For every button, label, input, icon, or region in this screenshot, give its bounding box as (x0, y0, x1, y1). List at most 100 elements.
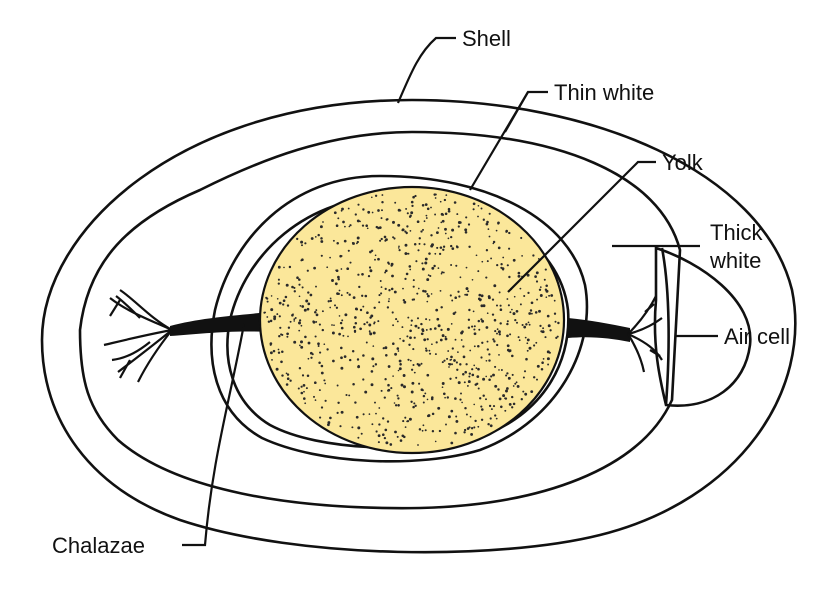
yolk-dot (473, 311, 475, 313)
yolk-dot (468, 375, 470, 377)
yolk-dot (398, 209, 401, 212)
yolk-dot (451, 300, 453, 302)
yolk-dot (435, 441, 437, 443)
yolk-dot (506, 298, 508, 300)
yolk-dot (345, 394, 347, 396)
yolk-dot (293, 320, 295, 322)
yolk-dot (448, 415, 451, 418)
yolk-dot (278, 282, 280, 284)
yolk-dot (414, 372, 416, 374)
yolk-dot (511, 406, 513, 408)
yolk-dot (315, 321, 317, 323)
yolk-dot (362, 306, 364, 308)
yolk-dot (278, 266, 281, 269)
yolk-dot (356, 416, 359, 419)
yolk-dot (425, 258, 428, 261)
yolk-dot (286, 332, 289, 335)
yolk-dot (352, 242, 355, 245)
yolk-dot (554, 300, 556, 302)
yolk-dot (447, 396, 449, 398)
yolk-dot (411, 391, 414, 394)
yolk-dot (346, 267, 349, 270)
yolk-dot (291, 286, 294, 289)
yolk-dot (539, 289, 541, 291)
yolk-dot (482, 378, 485, 381)
yolk-dot (375, 254, 377, 256)
yolk-dot (377, 320, 379, 322)
yolk-dot (417, 327, 419, 329)
yolk-dot (273, 350, 276, 353)
yolk-dot (279, 302, 282, 305)
yolk-dot (332, 332, 335, 335)
yolk-dot (302, 374, 304, 376)
yolk-dot (406, 273, 409, 276)
yolk-dot (341, 268, 343, 270)
yolk-dot (411, 205, 413, 207)
yolk-dot (436, 341, 438, 343)
yolk-dot (412, 406, 415, 409)
yolk-dot (450, 356, 453, 359)
yolk-dot (313, 396, 315, 398)
yolk-dot (513, 312, 516, 315)
yolk-dot (455, 420, 458, 423)
shell-label: Shell (462, 26, 511, 51)
yolk-dot (422, 424, 424, 426)
yolk-dot (520, 237, 522, 239)
yolk-dot (475, 383, 478, 386)
yolk-dot (373, 307, 375, 309)
yolk-dot (270, 351, 273, 354)
yolk-dot (394, 202, 396, 204)
yolk-dot (463, 356, 466, 359)
yolk-dot (423, 338, 426, 341)
yolk-dot (506, 334, 509, 337)
yolk-dot (443, 360, 445, 362)
yolk-dot (436, 247, 438, 249)
yolk-dot (462, 345, 464, 347)
yolk-dot (524, 393, 527, 396)
yolk-dot (463, 431, 465, 433)
yolk-dot (385, 288, 387, 290)
yolk-dot (476, 367, 478, 369)
yolk-dot (372, 345, 374, 347)
yolk-dot (429, 275, 431, 277)
yolk-dot (368, 275, 370, 277)
yolk-dot (399, 338, 401, 340)
yolk-dot (371, 423, 373, 425)
yolk-dot (509, 333, 511, 335)
yolk-dot (371, 383, 374, 386)
yolk-dot (357, 437, 359, 439)
yolk-dot (334, 211, 337, 214)
yolk-dot (498, 369, 500, 371)
yolk-dot (555, 321, 557, 323)
yolk-dot (398, 370, 400, 372)
yolk-dot (302, 286, 304, 288)
yolk-dot (324, 383, 326, 385)
yolk-dot (513, 385, 515, 387)
yolk-dot (440, 290, 442, 292)
yolk-dot (530, 309, 532, 311)
yolk-dot (470, 433, 473, 436)
yolk-dot (342, 335, 344, 337)
yolk-dot (348, 293, 350, 295)
yolk-dot (413, 402, 415, 404)
yolk-dot (375, 363, 377, 365)
yolk-dot (459, 363, 461, 365)
yolk-dot (464, 381, 466, 383)
yolk-dot (459, 399, 461, 401)
yolk-dot (316, 314, 319, 317)
yolk-dot (425, 318, 427, 320)
yolk-dot (327, 421, 330, 424)
yolk-dot (535, 311, 538, 314)
yolk-dot (494, 330, 496, 332)
yolk-dot (487, 423, 489, 425)
yolk-dot (361, 273, 364, 276)
yolk-dot (490, 257, 492, 259)
yolk-dot (472, 374, 475, 377)
yolk-dot (466, 413, 468, 415)
yolk-dot (355, 213, 357, 215)
yolk-dot (440, 222, 442, 224)
yolk-dot (319, 352, 321, 354)
yolk-dot (351, 426, 353, 428)
yolk-dot (502, 267, 505, 270)
yolk-dot (511, 396, 513, 398)
